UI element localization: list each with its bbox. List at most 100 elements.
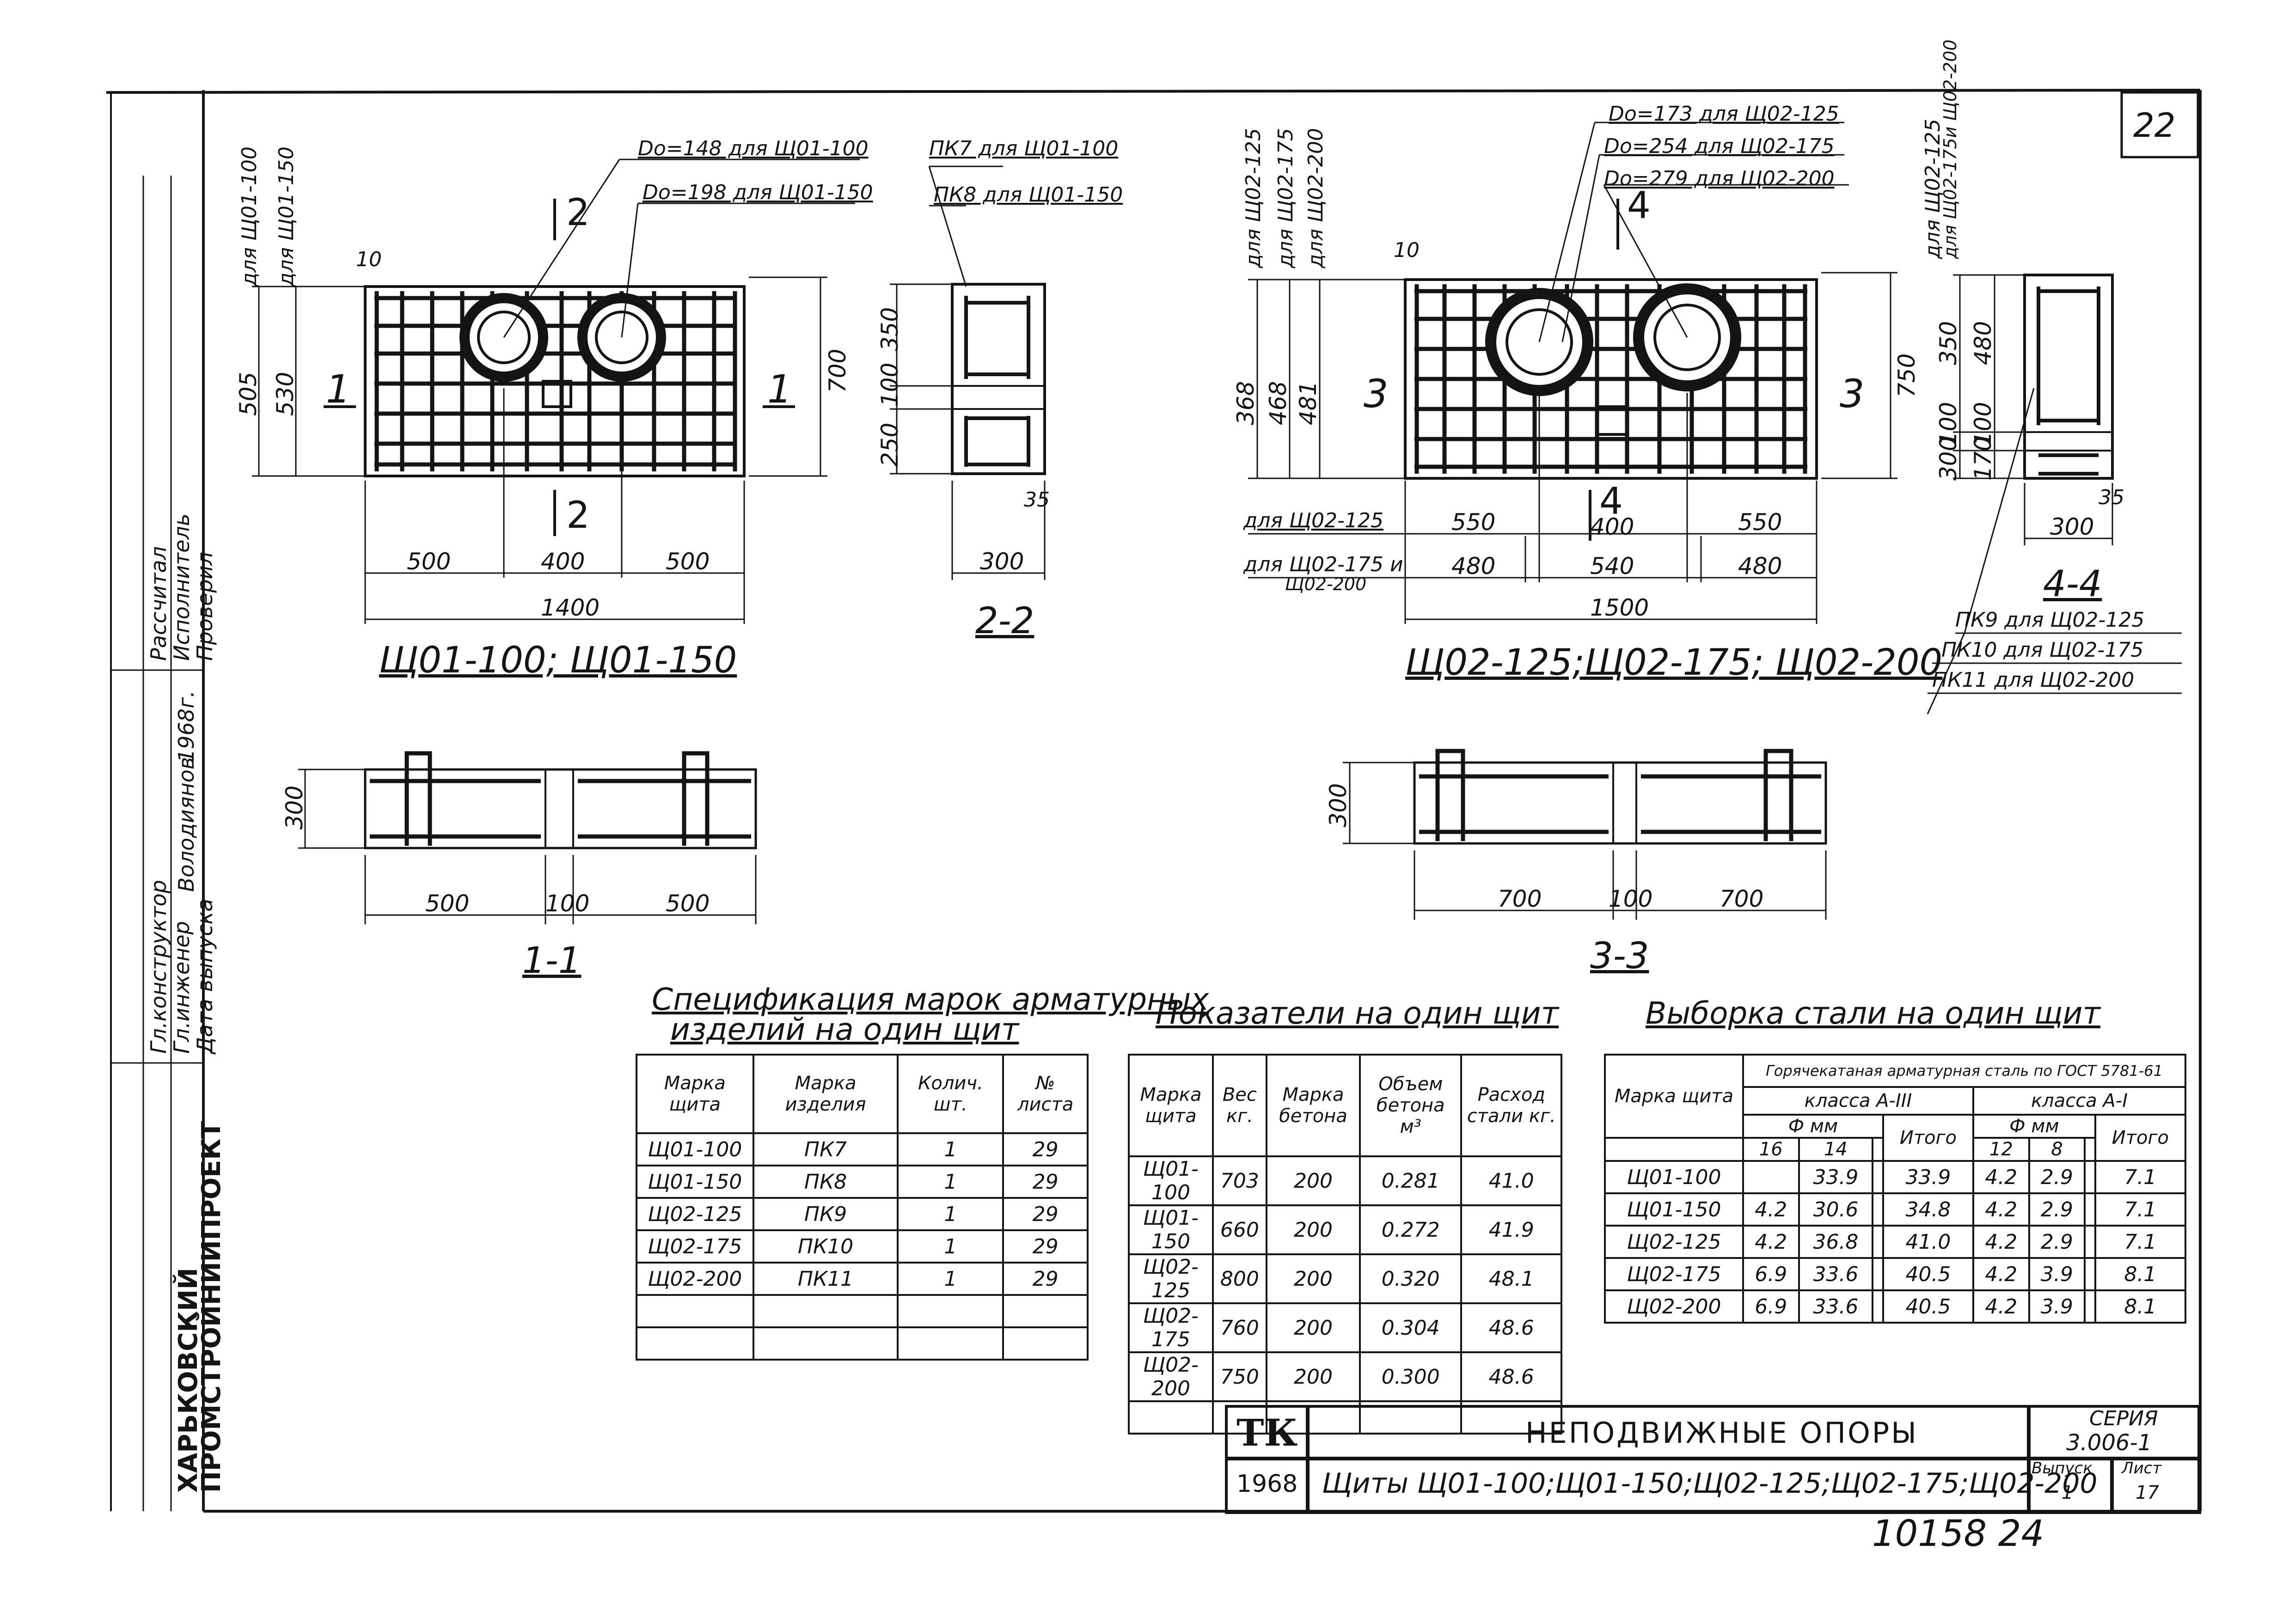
table3-cell: 4.2 [1972, 1289, 2030, 1324]
table3-cell [1872, 1289, 1884, 1324]
table1-title-line2: изделий на один щит [670, 1012, 1019, 1047]
table1-cell: 1 [897, 1197, 1004, 1231]
table2-cell: Щ02-175 [1128, 1302, 1214, 1353]
frame-top-line [106, 89, 2201, 94]
table1-cell: 29 [1002, 1132, 1089, 1166]
table1-cell: ПК7 [752, 1132, 899, 1166]
table1-cell [1002, 1294, 1089, 1328]
table3-diam: 12 [1972, 1137, 2030, 1162]
table2-header: Вес кг. [1212, 1054, 1267, 1157]
view1-dim-3: 500 [666, 548, 710, 575]
view1-plan [252, 159, 860, 624]
section33-dim-3: 700 [1720, 885, 1764, 912]
table3-cell: Щ01-150 [1604, 1192, 1744, 1227]
table3-cell: Щ02-125 [1604, 1225, 1744, 1259]
table3-header-mark: Марка щита [1604, 1054, 1744, 1139]
view3-total: 1500 [1590, 594, 1649, 621]
title-block-series-label: СЕРИЯ [2089, 1407, 2158, 1430]
table3-cell: 6.9 [1742, 1257, 1800, 1291]
view3-row2-dim-2: 540 [1590, 553, 1634, 580]
table3-phi-a1: Ф мм [1972, 1114, 2096, 1139]
table3-diam: 8 [2028, 1137, 2086, 1162]
table3-cell: 3.9 [2028, 1257, 2086, 1291]
table3-cell: 7.1 [2094, 1160, 2187, 1194]
table3-phi-a3: Ф мм [1742, 1114, 1884, 1139]
table2-cell: Щ01-150 [1128, 1204, 1214, 1255]
title-block-subtitle: Щиты Щ01-100;Щ01-150;Щ02-125;Щ02-175;Щ02… [1322, 1467, 2098, 1500]
title-block-sheet-cell [2110, 1457, 2199, 1512]
view1-dim-right: 700 [824, 348, 851, 393]
view3-row1-dim-3: 550 [1738, 509, 1782, 536]
view1-section-mark-right: 1 [767, 366, 792, 412]
view4-dim-b-1: 480 [1970, 321, 1996, 365]
table2-cell: 703 [1212, 1155, 1267, 1206]
view3-dim-v-label-2: для Щ02-175 [1274, 128, 1297, 268]
table2-cell: 41.0 [1460, 1155, 1562, 1206]
title-block-logo-cell [1225, 1405, 1310, 1460]
table1-cell [752, 1294, 899, 1328]
view1-section-mark-top: 2 [566, 191, 590, 234]
table2-cell: 200 [1265, 1351, 1361, 1402]
view1-total: 1400 [541, 594, 600, 621]
table1-cell: 29 [1002, 1262, 1089, 1296]
table3-cell: 8.1 [2094, 1257, 2187, 1291]
table2-cell: 48.6 [1460, 1302, 1562, 1353]
table2-cell: 0.320 [1359, 1253, 1463, 1304]
view3-row1-dim-2: 400 [1590, 513, 1634, 540]
table3-cell: 4.2 [1972, 1160, 2030, 1194]
table3-cell: Щ01-100 [1604, 1160, 1744, 1194]
table1-header: Колич. шт. [897, 1054, 1004, 1134]
view4-dim-a-1: 350 [1935, 321, 1962, 365]
table-row [636, 1326, 1089, 1361]
table2-cell: 750 [1212, 1351, 1267, 1402]
title-block-title-cell [1306, 1405, 2031, 1460]
table1-cell: Щ02-125 [636, 1197, 754, 1231]
table1-cell: Щ02-175 [636, 1229, 754, 1264]
table1-cell: ПК11 [752, 1262, 899, 1296]
view1-dim-10: 10 [356, 248, 382, 271]
view2-dim-v-1: 350 [876, 307, 903, 351]
view3-caption: Щ02-125;Щ02-175; Щ02-200 [1405, 642, 1943, 684]
table1-cell: Щ01-150 [636, 1165, 754, 1199]
stamp-row-1: Гл.конструктор [146, 879, 171, 1054]
section11-height: 300 [281, 785, 308, 830]
view3-row1-dim-1: 550 [1451, 509, 1496, 536]
table3-cell: 6.9 [1742, 1289, 1800, 1324]
view3-row2-label-a: для Щ02-175 и [1243, 553, 1403, 576]
table-row [636, 1294, 1089, 1328]
section33-dim-1: 700 [1498, 885, 1542, 912]
table2-cell: 48.1 [1460, 1253, 1562, 1304]
table2: Марка щита Вес кг. Марка бетона Объем бе… [1128, 1054, 1562, 1435]
title-block-series: 3.006-1 [2066, 1430, 2152, 1456]
table2-cell: 0.281 [1359, 1155, 1463, 1206]
table2-cell: 41.9 [1460, 1204, 1562, 1255]
table3-cell: 2.9 [2028, 1160, 2086, 1194]
view1-do-label-1: Dо=148 для Щ01-100 [638, 137, 869, 160]
table3-cell [1872, 1257, 1884, 1291]
view1-dim-v-2: 530 [272, 372, 299, 416]
stamp-number: 10158 24 [1872, 1513, 2044, 1555]
table2-cell: 0.272 [1359, 1204, 1463, 1255]
table3-cell [2084, 1192, 2096, 1227]
table3-cell: 8.1 [2094, 1289, 2187, 1324]
view2-dim-v-3: 250 [876, 422, 903, 467]
table3-cell: 40.5 [1882, 1289, 1975, 1324]
view3-dim-right: 750 [1893, 353, 1920, 397]
table3-cell: 33.6 [1798, 1289, 1874, 1324]
table2-cell: 200 [1265, 1302, 1361, 1353]
title-block-logo: ТК [1236, 1411, 1298, 1454]
stamp-year: 1968г. [174, 690, 199, 763]
section11-dim-2: 100 [545, 890, 590, 917]
title-block-subtitle-cell [1306, 1457, 2031, 1512]
view4-label-1: ПК9 для Щ02-125 [1955, 608, 2145, 632]
table2-header: Марка щита [1128, 1054, 1214, 1157]
table3-cell [1872, 1160, 1884, 1194]
table3-cell: 4.2 [1972, 1225, 2030, 1259]
